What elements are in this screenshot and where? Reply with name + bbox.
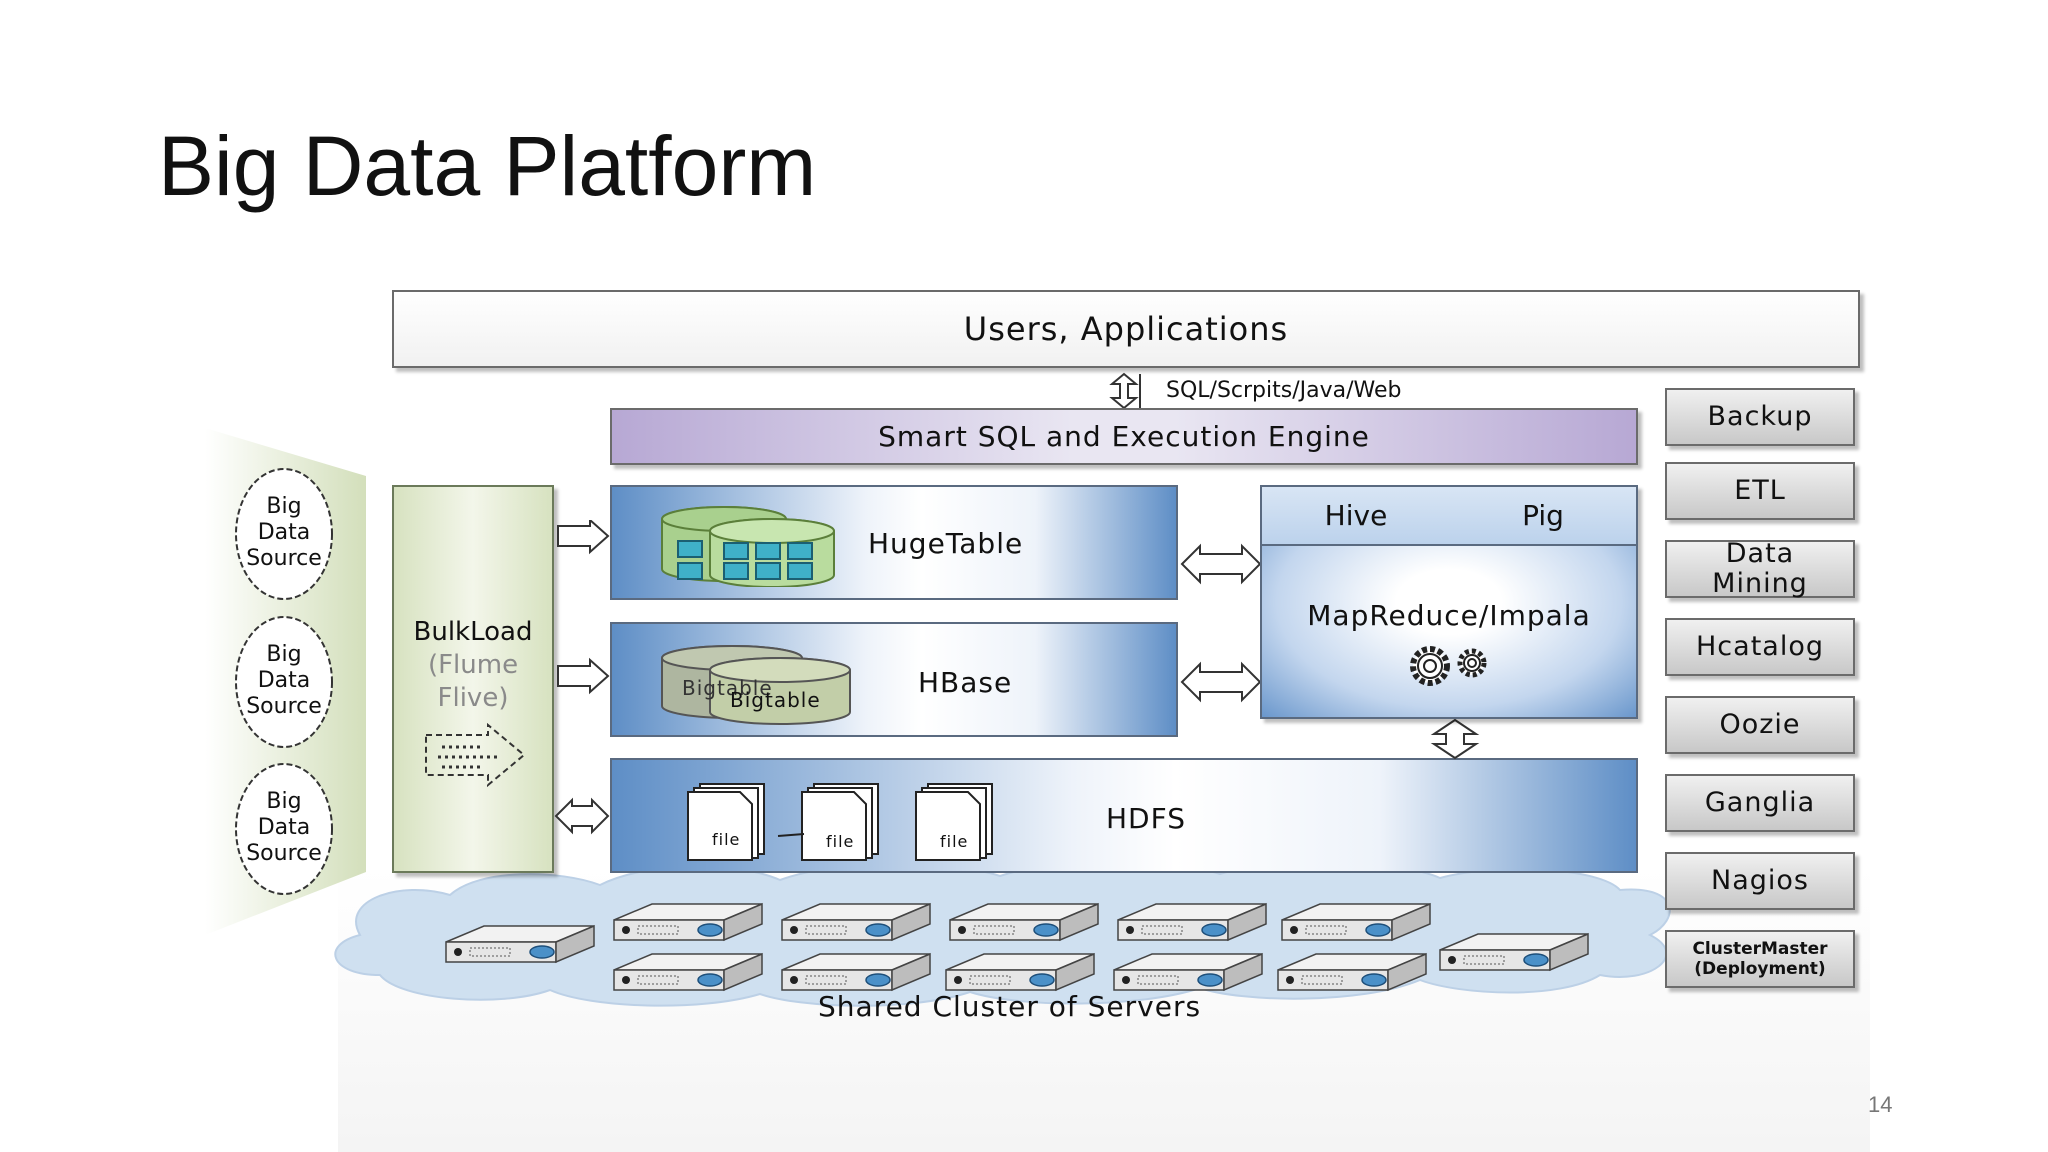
hive-cell: Hive	[1262, 487, 1452, 546]
tool-ganglia: Ganglia	[1665, 774, 1855, 832]
server-icon	[613, 903, 763, 941]
source-cloud-1	[235, 468, 333, 600]
arrow-to-hbase-icon	[557, 657, 610, 695]
hugetable-layer: HugeTable	[610, 485, 1178, 600]
tool-hcatalog: Hcatalog	[1665, 618, 1855, 676]
server-icon	[781, 953, 931, 991]
pig-cell: Pig	[1450, 487, 1636, 546]
slide-title: Big Data Platform	[158, 119, 817, 213]
file-icon-2	[801, 783, 879, 861]
bigtable-database-icon	[661, 645, 851, 725]
server-icon	[949, 903, 1099, 941]
hdfs-label: HDFS	[1106, 802, 1187, 835]
server-icon	[781, 903, 931, 941]
file-icon-3	[915, 783, 993, 861]
mapreduce-hdfs-arrow-icon	[1430, 718, 1480, 760]
bigtable-front-label: Bigtable	[730, 688, 821, 712]
up-down-arrow-icon	[1109, 372, 1141, 410]
interface-label: SQL/Scrpits/Java/Web	[1166, 378, 1402, 403]
server-icon	[1281, 903, 1431, 941]
source-cloud-3	[235, 763, 333, 895]
bulkload-arrows	[554, 520, 610, 835]
server-icon	[445, 925, 595, 963]
server-icon	[1117, 903, 1267, 941]
mapreduce-block: Hive Pig MapReduce/Impala	[1260, 485, 1638, 719]
server-icon	[613, 953, 763, 991]
hugetable-database-icon	[661, 506, 835, 587]
arrow-to-hdfs-icon	[554, 797, 610, 835]
tool-nagios: Nagios	[1665, 852, 1855, 910]
big-data-sources	[235, 468, 333, 895]
tool-backup: Backup	[1665, 388, 1855, 446]
file-label-1: file	[712, 830, 741, 849]
cluster-label: Shared Cluster of Servers	[818, 990, 1202, 1023]
page-number: 14	[1868, 1092, 1893, 1117]
server-icon	[1113, 953, 1263, 991]
hbase-label: HBase	[918, 666, 1013, 699]
file-icon-1	[687, 783, 765, 861]
tool-oozie: Oozie	[1665, 696, 1855, 754]
bulkload-box: BulkLoad (Flume Flive)	[392, 485, 554, 873]
hugetable-label: HugeTable	[868, 527, 1024, 560]
server-icon	[945, 953, 1095, 991]
hdfs-layer: file file file HDFS	[610, 758, 1638, 873]
bulkload-title: BulkLoad	[413, 617, 533, 647]
arrow-to-hugetable-icon	[557, 520, 610, 555]
data-flow-icon	[425, 723, 526, 787]
mapreduce-label: MapReduce/Impala	[1307, 599, 1591, 632]
users-applications-layer: Users, Applications	[392, 290, 1860, 368]
file-stack-icons	[687, 783, 993, 861]
tool-etl: ETL	[1665, 462, 1855, 520]
execution-engine-layer: Smart SQL and Execution Engine	[610, 408, 1638, 465]
server-icon	[1277, 953, 1427, 991]
bigtable-back-label: Bigtable	[682, 676, 773, 700]
tool-clustermaster: ClusterMaster(Deployment)	[1665, 930, 1855, 988]
server-icon	[1439, 933, 1589, 971]
file-label-3: file	[940, 832, 969, 851]
bulkload-sub-1: (Flume	[427, 650, 519, 680]
bulkload-sub-2: Flive)	[437, 683, 509, 713]
gears-icon	[1410, 646, 1487, 686]
hbase-layer: Bigtable Bigtable HBase	[610, 622, 1178, 737]
file-label-2: file	[826, 832, 855, 851]
source-cloud-2	[235, 616, 333, 748]
